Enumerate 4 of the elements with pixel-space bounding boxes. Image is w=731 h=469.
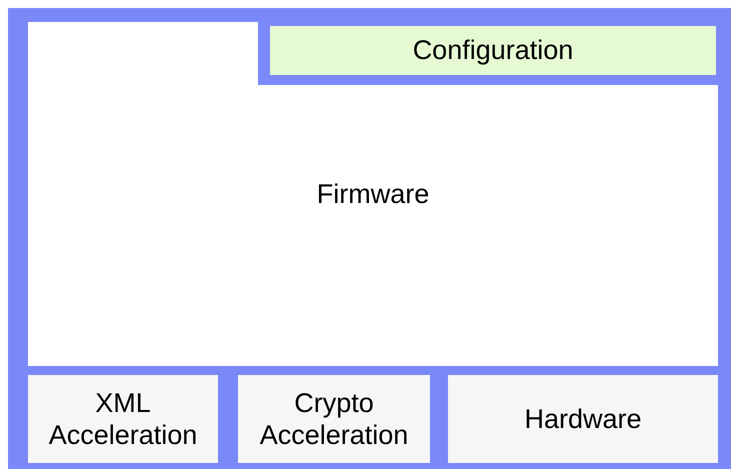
module-box: XML Acceleration (28, 375, 218, 463)
config-box: Configuration (270, 26, 716, 75)
module-box: Crypto Acceleration (238, 375, 430, 463)
hardware-box: Hardware (448, 375, 718, 463)
